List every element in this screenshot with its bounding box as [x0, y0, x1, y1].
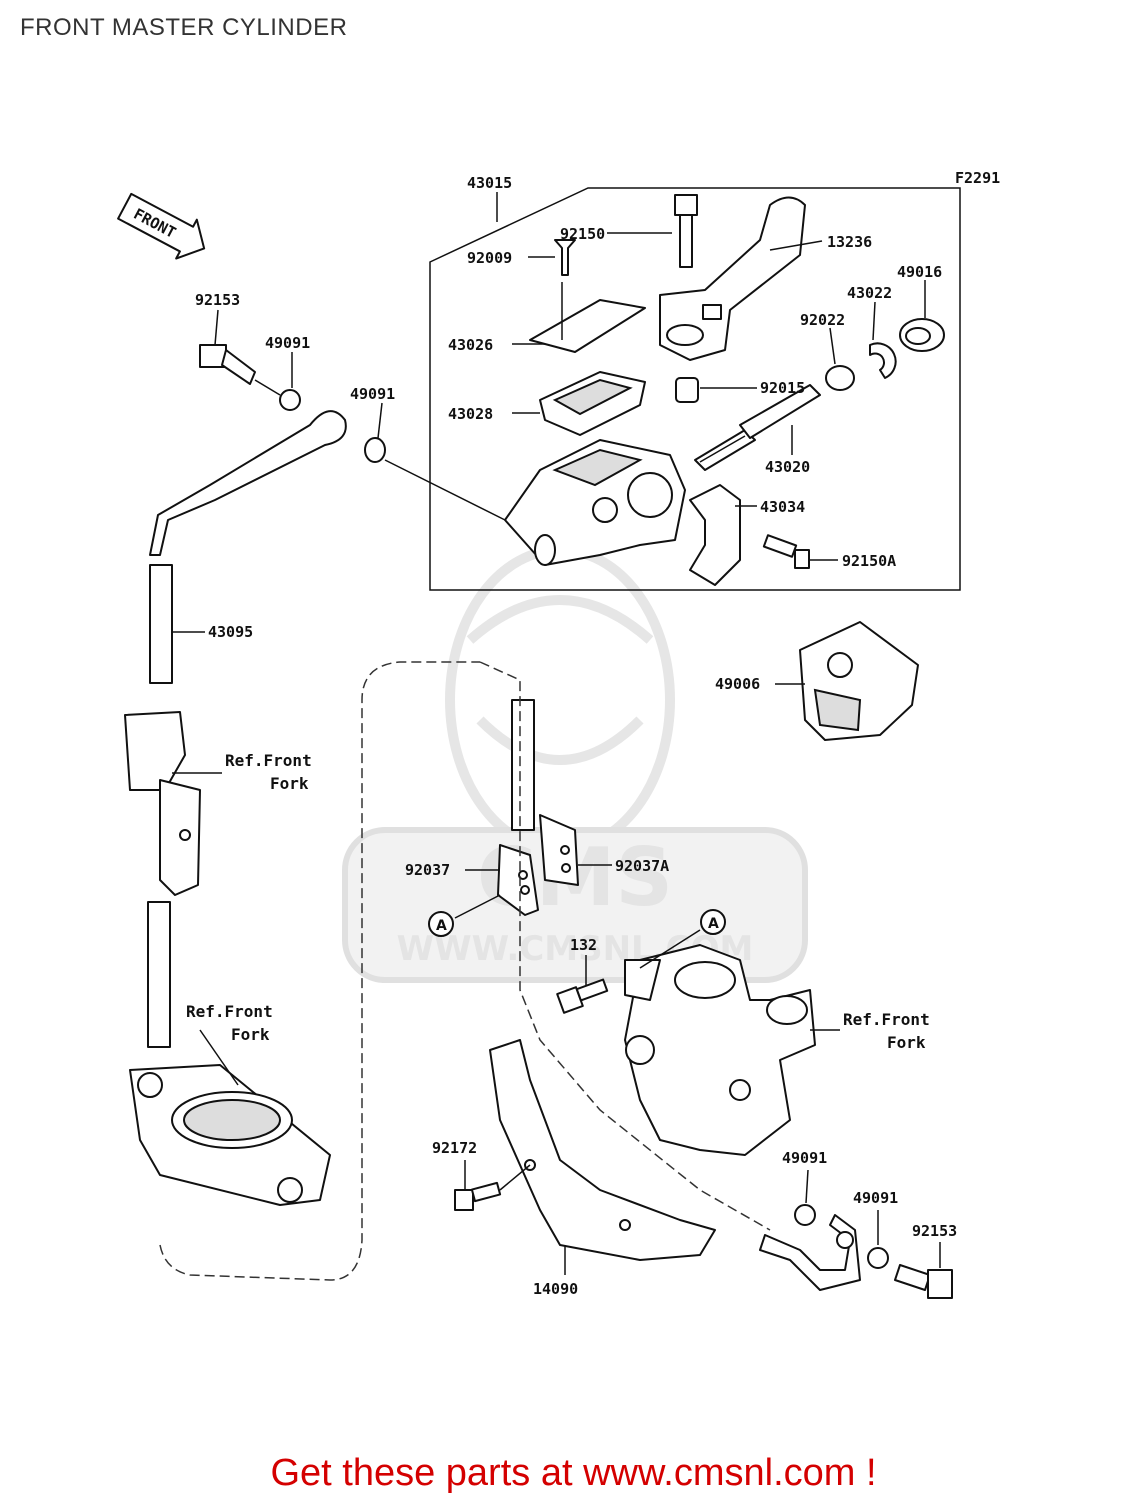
watermark-logo: CMS WWW.CMSNL.COM: [342, 545, 808, 983]
footer-promo-link[interactable]: Get these parts at www.cmsnl.com !: [270, 1452, 877, 1494]
washer-92022: [825, 365, 855, 391]
label-49006: 49006: [715, 675, 760, 693]
banjo-bolt-upper: [199, 344, 256, 385]
leader-lines: [172, 232, 941, 1275]
bracket-92037a: [539, 814, 579, 886]
ref-front-fork-3-line2: Fork: [887, 1033, 926, 1052]
clamp-43034: [689, 484, 741, 586]
banjo-bolt-lower: [894, 1264, 953, 1299]
label-92037a: 92037A: [615, 857, 669, 875]
label-92153-lower: 92153: [912, 1222, 957, 1240]
label-43026: 43026: [448, 336, 493, 354]
ref-front-fork-1-line2: Fork: [270, 774, 309, 793]
label-43095: 43095: [208, 623, 253, 641]
label-92150: 92150: [560, 225, 605, 243]
label-49091-upper-b: 49091: [350, 385, 395, 403]
label-92150a: 92150A: [842, 552, 896, 570]
label-92172: 92172: [432, 1139, 477, 1157]
brake-caliper: [624, 944, 816, 1156]
master-cylinder-body: [504, 439, 686, 566]
hose-guide-upper: [124, 711, 201, 896]
diaphragm: [539, 371, 646, 436]
label-43020: 43020: [765, 458, 810, 476]
bolt-92150a: [762, 534, 810, 569]
parts-diagram: CMS WWW.CMSNL.COM F2291 FRONT: [117, 169, 1000, 1299]
fork-bottom-clamp: [129, 1064, 331, 1206]
bolt-92150: [674, 194, 698, 268]
assembly-43015-outline: [429, 187, 961, 591]
label-13236: 13236: [827, 233, 872, 251]
guard-dash-outline: [479, 661, 771, 1231]
label-92009: 92009: [467, 249, 512, 267]
marker-a-1: A: [436, 918, 447, 934]
figure-code: F2291: [955, 169, 1000, 187]
bolt-132: [556, 978, 609, 1014]
screw-92009: [554, 239, 576, 276]
bolt-92172: [454, 1181, 502, 1211]
washer-49091-upper-a: [279, 389, 301, 411]
label-49016: 49016: [897, 263, 942, 281]
holder-49006: [799, 621, 919, 741]
label-43015: 43015: [467, 174, 512, 192]
ref-front-fork-2-line2: Fork: [231, 1025, 270, 1044]
page-title: FRONT MASTER CYLINDER: [20, 14, 348, 41]
circlip-43022: [869, 342, 897, 379]
brake-hose: [147, 410, 535, 1048]
collar-49016: [899, 318, 945, 352]
label-14090: 14090: [533, 1280, 578, 1298]
ref-front-fork-2-line1: Ref.Front: [186, 1002, 273, 1021]
front-arrow-icon: FRONT: [117, 192, 206, 260]
label-49091-lower-a: 49091: [782, 1149, 827, 1167]
fork-dash-outline: [159, 661, 480, 1281]
label-43028: 43028: [448, 405, 493, 423]
reference-marker-a-1: A: [428, 911, 454, 937]
bracket-92037: [497, 844, 539, 916]
washer-49091-upper-b: [364, 437, 386, 463]
label-92037: 92037: [405, 861, 450, 879]
reservoir-cap: [529, 299, 646, 353]
label-132: 132: [570, 936, 597, 954]
washer-49091-lower-b: [867, 1247, 889, 1269]
banjo-fitting-lower: [759, 1214, 861, 1291]
ref-front-fork-1-line1: Ref.Front: [225, 751, 312, 770]
marker-a-2: A: [708, 916, 719, 932]
label-49091-upper-a: 49091: [265, 334, 310, 352]
dust-boot: [675, 377, 699, 403]
label-92015: 92015: [760, 379, 805, 397]
brake-lever: [659, 196, 806, 361]
washer-49091-lower-a: [794, 1204, 816, 1226]
label-43034: 43034: [760, 498, 805, 516]
label-49091-lower-b: 49091: [853, 1189, 898, 1207]
piston-assembly: [694, 384, 821, 471]
reference-marker-a-2: A: [700, 909, 726, 935]
label-43022: 43022: [847, 284, 892, 302]
label-92153-upper: 92153: [195, 291, 240, 309]
label-92022: 92022: [800, 311, 845, 329]
ref-front-fork-3-line1: Ref.Front: [843, 1010, 930, 1029]
